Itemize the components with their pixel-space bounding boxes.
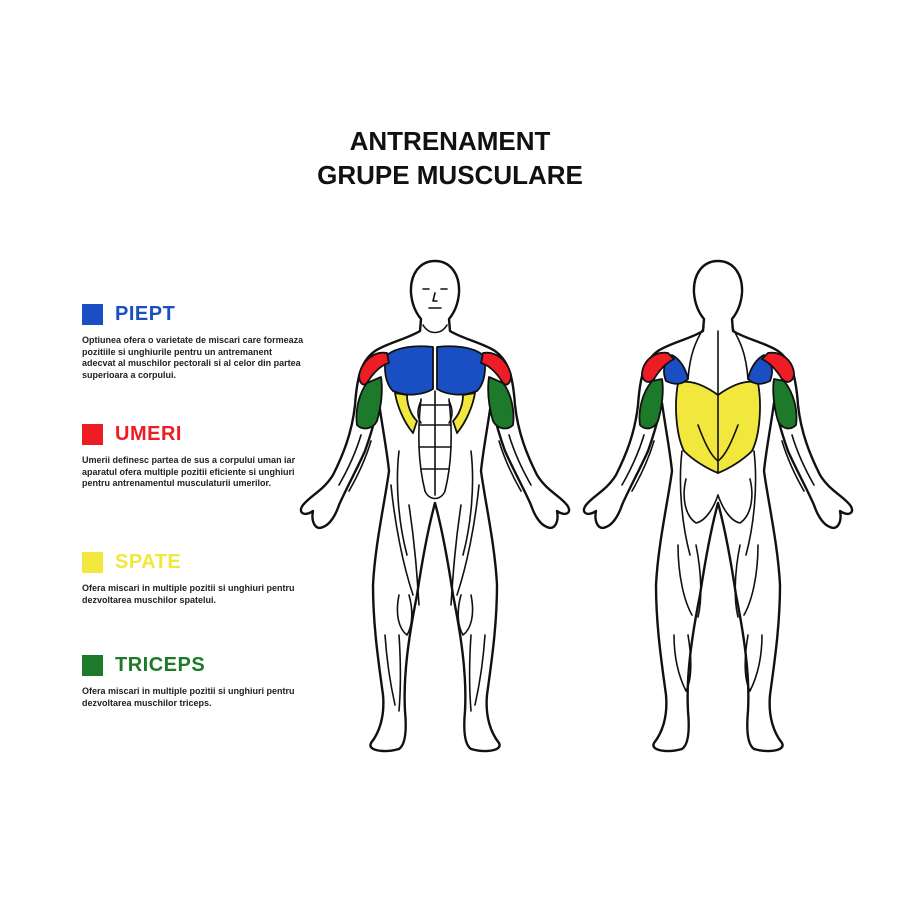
- shoulders-label: UMERI: [115, 422, 182, 445]
- back-body-figure: [582, 259, 854, 753]
- diagram-title: ANTRENAMENT GRUPE MUSCULARE: [0, 124, 900, 192]
- front-arm-left: [355, 376, 383, 430]
- legend-item-chest: PIEPT Optiunea ofera o varietate de misc…: [82, 302, 312, 381]
- chest-color-swatch: [82, 303, 103, 325]
- shoulders-color-swatch: [82, 423, 103, 445]
- triceps-description: Ofera miscari in multiple pozitii si ung…: [82, 686, 295, 708]
- legend-item-shoulders: UMERI Umerii definesc partea de sus a co…: [82, 422, 312, 490]
- front-body-figure: [299, 259, 571, 753]
- back-color-swatch: [82, 551, 103, 573]
- chest-description: Optiunea ofera o varietate de miscari ca…: [82, 335, 304, 380]
- title-line-1: ANTRENAMENT: [349, 126, 551, 156]
- back-muscle-lines: [621, 326, 815, 692]
- front-face: [422, 288, 448, 309]
- shoulders-description: Umerii definesc partea de sus a corpului…: [82, 455, 296, 488]
- front-muscle-lines: [338, 324, 532, 712]
- back-shoulder-right: [761, 351, 795, 383]
- legend-item-back: SPATE Ofera miscari in multiple pozitii …: [82, 550, 312, 606]
- front-shoulder-left: [358, 351, 390, 386]
- back-label: SPATE: [115, 550, 182, 573]
- legend-item-triceps: TRICEPS Ofera miscari in multiple poziti…: [82, 653, 312, 709]
- back-description: Ofera miscari in multiple pozitii si ung…: [82, 583, 295, 605]
- front-silhouette: [299, 259, 571, 753]
- title-line-2: GRUPE MUSCULARE: [317, 160, 583, 190]
- chest-label: PIEPT: [115, 302, 176, 325]
- back-triceps-right: [772, 378, 798, 430]
- triceps-color-swatch: [82, 654, 103, 676]
- front-shoulder-right: [480, 351, 512, 386]
- front-chest-right: [436, 345, 486, 396]
- triceps-label: TRICEPS: [115, 653, 206, 676]
- back-shoulder-left: [641, 351, 675, 383]
- front-serratus-right: [452, 392, 476, 434]
- front-serratus-left: [394, 392, 418, 434]
- front-arm-right: [487, 376, 515, 430]
- back-triceps-left: [638, 378, 664, 430]
- front-chest-left: [384, 345, 434, 396]
